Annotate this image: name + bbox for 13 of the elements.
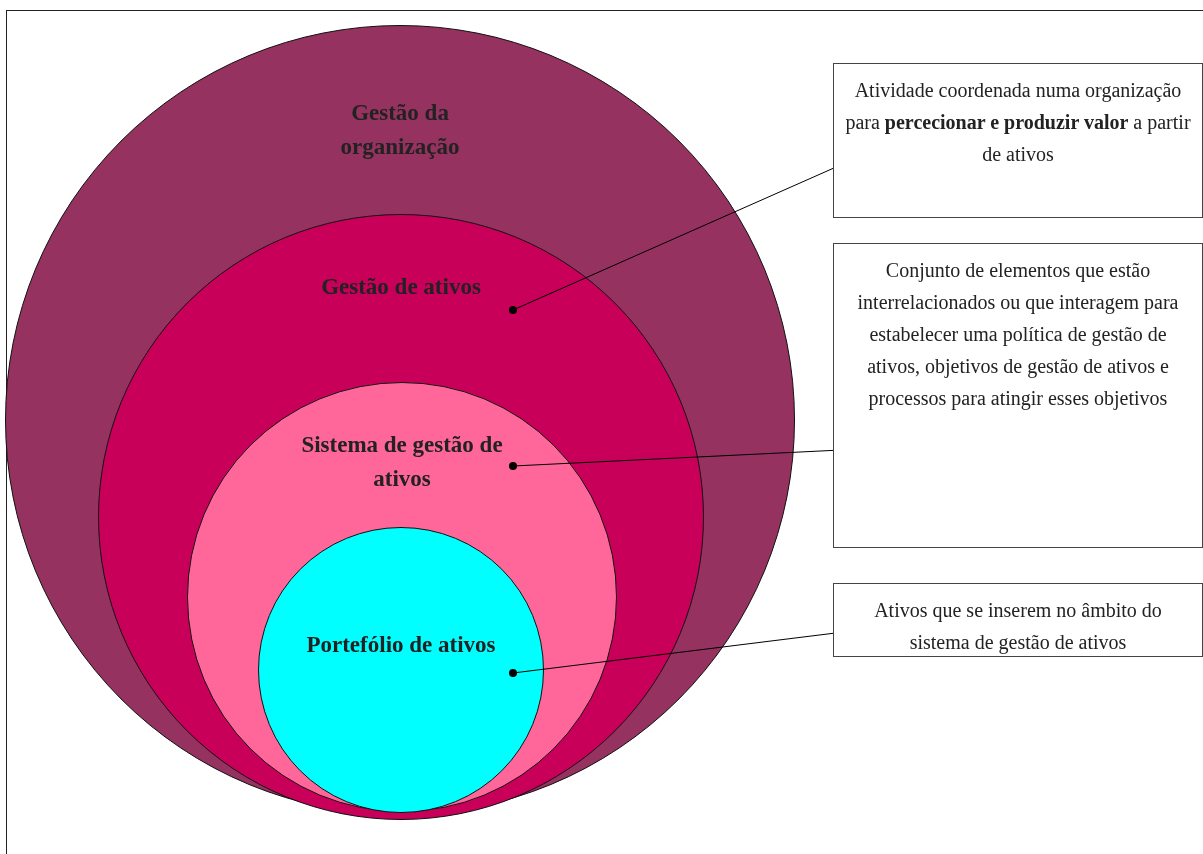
circle-label: Portefólio de ativos [306,631,496,659]
leader-line [509,632,834,677]
definition-box [833,243,1203,548]
definition-text: Conjunto de elementos que estão interrelacionados ou que interagem para estabelecer uma política de gestão de ativos, objetivos de gestão de ativos e processos para atingir esses objetivos [856,258,1180,412]
leader-line [509,449,834,470]
definition-box [833,63,1203,218]
circle-label: Gestão da organização [339,99,461,161]
definition-box [833,583,1203,657]
definition-text: Atividade coordenada numa organização para percecionar e produzir valor a partir de ativos [844,78,1192,167]
leader-line [509,167,834,314]
circle-label: Sistema de gestão de ativos [300,431,504,493]
definition-text: Ativos que se inserem no âmbito do sistema de gestão de ativos [873,598,1163,656]
circle-label: Gestão de ativos [321,273,481,301]
